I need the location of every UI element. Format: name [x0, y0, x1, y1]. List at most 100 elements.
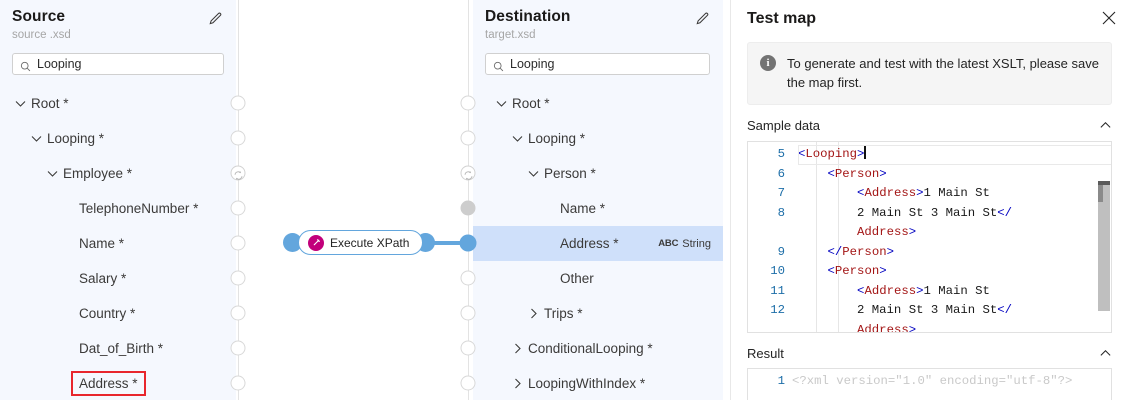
tree-row[interactable]: Root *	[0, 86, 236, 121]
connector-node[interactable]	[230, 235, 246, 251]
tree-row[interactable]: TelephoneNumber *	[0, 191, 236, 226]
destination-search-input[interactable]	[510, 57, 702, 71]
code-line[interactable]: </Person>	[827, 244, 894, 259]
result-section-header[interactable]: Result	[747, 346, 1112, 361]
function-input-handle[interactable]	[283, 233, 302, 252]
connector-node[interactable]	[460, 130, 476, 146]
connector-node[interactable]	[460, 95, 476, 111]
source-tree[interactable]: Root * Looping * Employee * TelephoneNumber…	[0, 86, 236, 400]
source-connector-rail	[238, 0, 239, 400]
line-number: 9	[777, 244, 785, 259]
sample-data-scrollbar[interactable]	[1098, 181, 1110, 311]
code-line[interactable]: Address>	[857, 322, 917, 333]
line-number: 8	[777, 205, 785, 220]
test-map-panel: Test map i To generate and test with the…	[730, 0, 1130, 400]
chevron-down-icon[interactable]	[30, 132, 43, 145]
tree-item-label: TelephoneNumber *	[79, 201, 199, 216]
chevron-down-icon[interactable]	[527, 167, 540, 180]
source-search-input[interactable]	[37, 57, 216, 71]
source-search-box[interactable]	[12, 53, 224, 75]
code-line[interactable]: <Looping>	[798, 145, 1111, 165]
tree-row[interactable]: Trips *	[473, 296, 723, 331]
tree-item-label: Dat_of_Birth *	[79, 341, 164, 356]
loop-connector-node[interactable]	[230, 165, 246, 181]
xpath-function-icon	[308, 234, 324, 251]
sample-data-editor[interactable]: 5678910111213 <Looping> <Person> <Addres…	[747, 141, 1112, 333]
tree-row[interactable]: Employee *	[0, 156, 236, 191]
connector-node[interactable]	[230, 340, 246, 356]
search-icon	[493, 59, 504, 71]
execute-xpath-function-node[interactable]: Execute XPath	[298, 230, 423, 255]
code-line[interactable]: 2 Main St 3 Main St</	[798, 303, 1013, 317]
connector-node[interactable]	[460, 375, 476, 391]
destination-connector-rail	[468, 0, 469, 400]
chevron-down-icon[interactable]	[14, 97, 27, 110]
chevron-down-icon[interactable]	[495, 97, 508, 110]
chevron-up-icon[interactable]	[1099, 347, 1112, 360]
code-line[interactable]: <Person>	[827, 264, 887, 278]
code-line[interactable]: <Address>1 Main St	[857, 283, 990, 298]
line-number	[748, 223, 785, 243]
tree-row[interactable]: Root *	[473, 86, 723, 121]
source-schema-filename: source .xsd	[12, 29, 71, 41]
connector-node[interactable]	[230, 95, 246, 111]
connector-node[interactable]	[230, 130, 246, 146]
search-icon	[20, 59, 31, 71]
code-line[interactable]: 2 Main St 3 Main St</	[798, 205, 1013, 220]
chevron-right-icon[interactable]	[511, 342, 524, 355]
result-editor[interactable]: 1 <?xml version="1.0" encoding="utf-8"?>	[747, 368, 1112, 400]
destination-edit-pencil-icon[interactable]	[691, 8, 713, 30]
chevron-right-icon[interactable]	[527, 307, 540, 320]
connector-node[interactable]	[460, 270, 476, 286]
result-code[interactable]: <?xml version="1.0" encoding="utf-8"?>	[792, 374, 1073, 388]
tree-row[interactable]: Country *	[0, 296, 236, 331]
code-line[interactable]: Address>	[857, 225, 917, 239]
connector-node[interactable]	[230, 270, 246, 286]
destination-search-box[interactable]	[485, 53, 710, 75]
code-line[interactable]: <Address>1 Main St	[857, 186, 990, 200]
sample-data-line-numbers: 5678910111213	[748, 142, 792, 332]
abc-string-icon: ABC	[658, 238, 679, 249]
sample-data-section-header[interactable]: Sample data	[747, 118, 1112, 133]
close-icon[interactable]	[1100, 9, 1118, 27]
tree-row[interactable]: Person *	[473, 156, 723, 191]
source-edit-pencil-icon[interactable]	[204, 8, 226, 30]
tree-row[interactable]: ConditionalLooping *	[473, 331, 723, 366]
tree-row[interactable]: Looping *	[473, 121, 723, 156]
chevron-down-icon[interactable]	[511, 132, 524, 145]
tree-item-type-label: String	[682, 237, 711, 250]
tree-item-label: Looping *	[47, 131, 105, 146]
text-cursor	[864, 145, 866, 159]
tree-row[interactable]: Dat_of_Birth *	[0, 331, 236, 366]
code-line[interactable]: <Person>	[827, 166, 887, 181]
connector-node[interactable]	[460, 200, 476, 216]
source-schema-panel: Source source .xsd Root *Looping *Employ…	[0, 0, 236, 400]
tree-item-label: Trips *	[544, 306, 583, 321]
connector-node[interactable]	[460, 305, 476, 321]
tree-item-label: Looping *	[528, 131, 586, 146]
chevron-right-icon[interactable]	[511, 377, 524, 390]
tree-row[interactable]: Looping *	[0, 121, 236, 156]
line-number: 6	[777, 166, 785, 181]
tree-row[interactable]: Other	[473, 261, 723, 296]
connector-node[interactable]	[460, 340, 476, 356]
chevron-up-icon[interactable]	[1099, 119, 1112, 132]
tree-row[interactable]: Salary *	[0, 261, 236, 296]
tree-row[interactable]: Name *	[473, 191, 723, 226]
sample-data-code[interactable]: <Looping> <Person> <Address>1 Main St 2 …	[792, 142, 1111, 332]
map-canvas[interactable]: Source source .xsd Root *Looping *Employ…	[0, 0, 730, 400]
loop-connector-node[interactable]	[460, 165, 476, 181]
connector-node[interactable]	[230, 200, 246, 216]
chevron-down-icon[interactable]	[46, 167, 59, 180]
connector-node[interactable]	[230, 375, 246, 391]
tree-row[interactable]: Name *	[0, 226, 236, 261]
tree-row[interactable]: Address *	[0, 366, 236, 400]
destination-tree[interactable]: Root * Looping * Person *Name *Address *AB…	[473, 86, 723, 400]
tree-row[interactable]: LoopingWithIndex *	[473, 366, 723, 400]
test-map-title: Test map	[747, 10, 817, 27]
tree-item-label: Address *	[71, 371, 146, 396]
connector-node[interactable]	[230, 305, 246, 321]
